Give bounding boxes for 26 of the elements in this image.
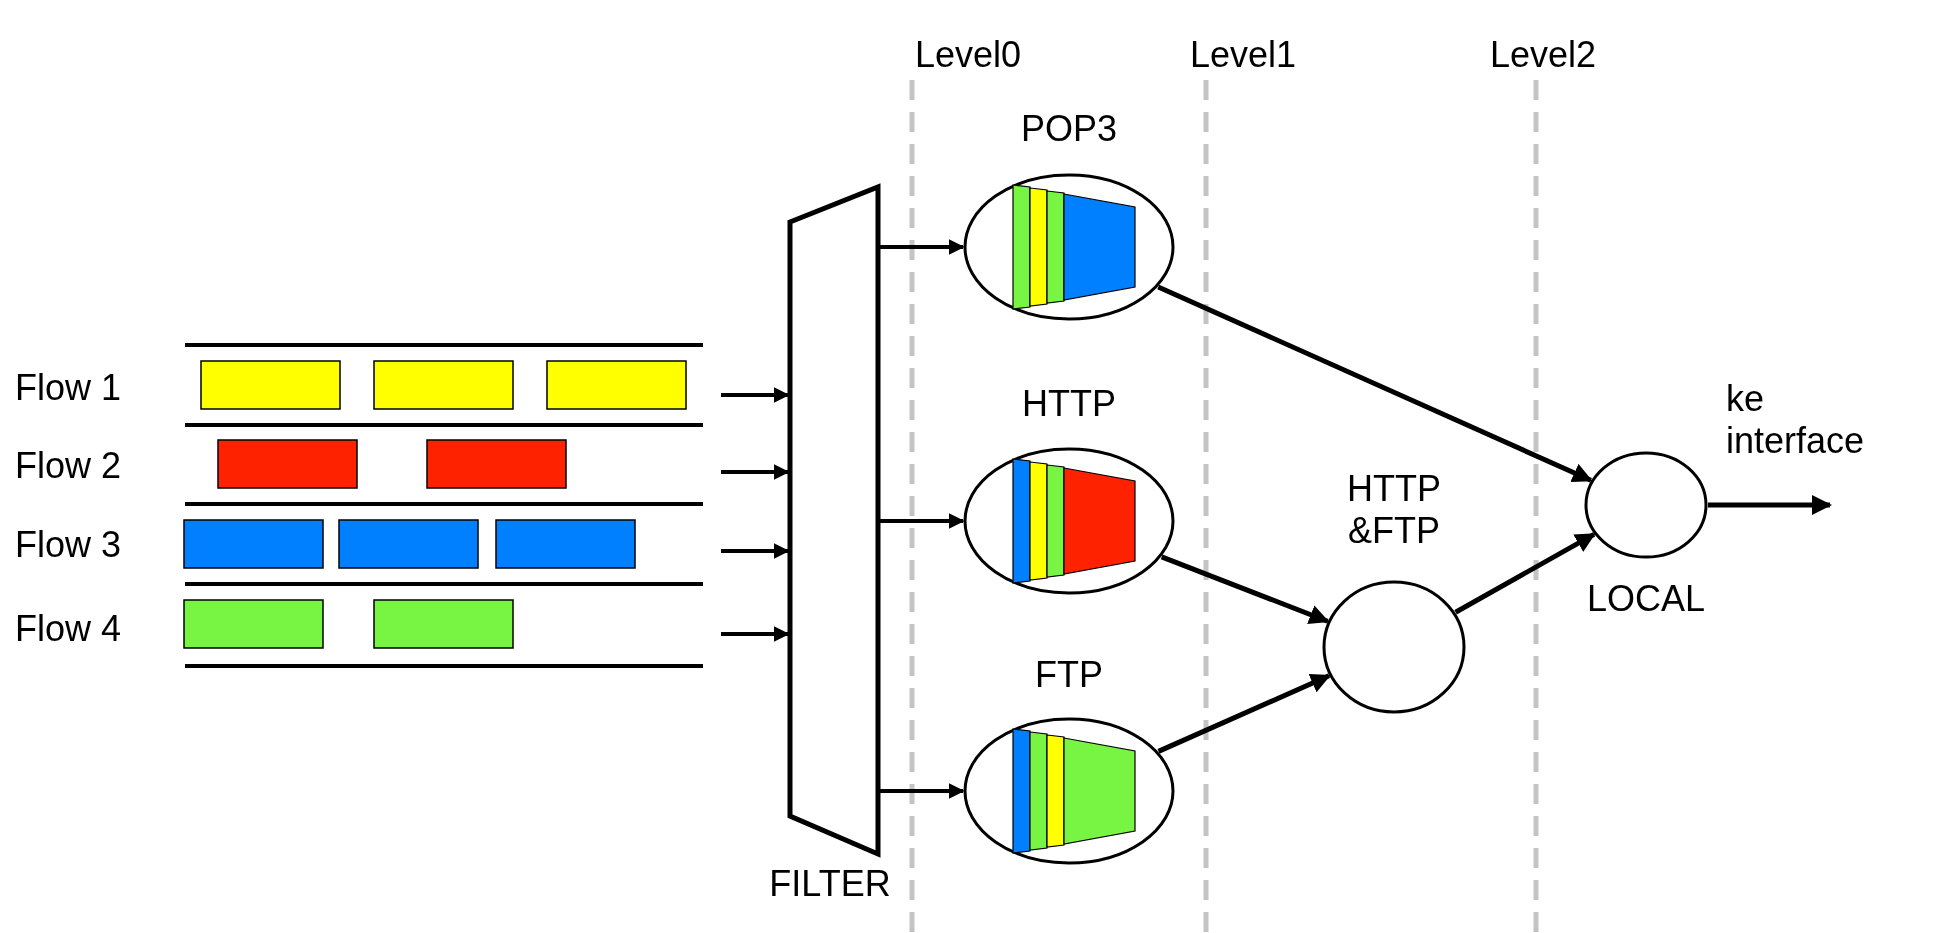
arrow xyxy=(1157,284,1593,483)
arrow xyxy=(721,626,790,642)
node-label: FILTER xyxy=(768,863,892,905)
level-label: Level2 xyxy=(1490,34,1597,76)
arrow xyxy=(721,543,790,559)
node-label: POP3 xyxy=(1019,108,1118,150)
arrow xyxy=(1157,673,1331,754)
flow-label: Flow 3 xyxy=(15,524,122,566)
arrow xyxy=(1160,554,1330,625)
arrow xyxy=(721,387,790,403)
arrow xyxy=(880,513,965,529)
node-label: FTP xyxy=(1034,654,1104,696)
flow-label: Flow 2 xyxy=(15,445,122,487)
arrow xyxy=(1708,495,1832,515)
level-label: Level0 xyxy=(915,34,1022,76)
flow-label: Flow 4 xyxy=(15,608,122,650)
flow-label: Flow 1 xyxy=(15,367,122,409)
edge-label: ke interface xyxy=(1726,378,1866,462)
node-label: HTTP &FTP xyxy=(1346,468,1442,552)
arrow xyxy=(1454,532,1596,615)
arrow xyxy=(880,239,965,255)
node-label: HTTP xyxy=(1021,383,1117,425)
level-label: Level1 xyxy=(1190,34,1297,76)
arrow xyxy=(721,464,790,480)
node-label: LOCAL xyxy=(1585,578,1707,620)
arrow xyxy=(880,783,965,799)
